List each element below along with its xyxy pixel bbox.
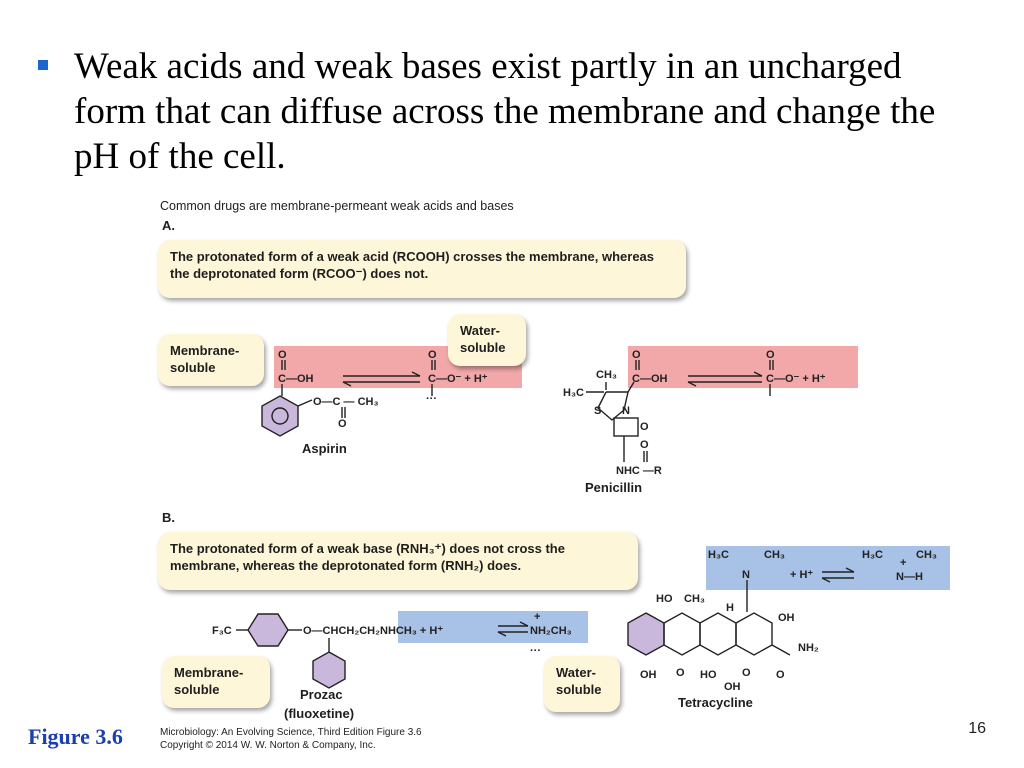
- svg-text:O: O: [640, 421, 649, 433]
- svg-text:O—CHCH₂CH₂NHCH₃ + H⁺: O—CHCH₂CH₂NHCH₃ + H⁺: [303, 625, 443, 637]
- svg-text:···: ···: [530, 645, 541, 657]
- water-soluble-label-a: Water-soluble: [448, 314, 526, 366]
- figure-label: Figure 3.6: [28, 724, 123, 749]
- svg-text:NH₂CH₃: NH₂CH₃: [530, 625, 572, 637]
- prozac-ring-1: [247, 613, 289, 647]
- fluoxetine-label: (fluoxetine): [284, 706, 355, 721]
- svg-text:OH: OH: [778, 612, 795, 624]
- acid-band-penicillin: [628, 346, 858, 388]
- section-b-label: B.: [162, 510, 175, 525]
- callout-weak-base: The protonated form of a weak base (RNH₃…: [158, 532, 638, 590]
- svg-text:CH₃: CH₃: [596, 369, 617, 381]
- svg-text:CH₃: CH₃: [684, 593, 705, 605]
- credit-line-1: Microbiology: An Evolving Science, Third…: [160, 727, 422, 738]
- svg-text:O—C — CH₃: O—C — CH₃: [313, 396, 379, 408]
- aspirin-structure: O C—OH O—C — CH₃ O O C—O⁻ + H⁺ ···: [261, 349, 488, 437]
- svg-text:O: O: [776, 669, 785, 681]
- svg-text:O: O: [640, 439, 649, 451]
- svg-text:C—OH: C—OH: [278, 373, 314, 385]
- svg-text:H: H: [726, 602, 734, 614]
- svg-text:S: S: [594, 405, 601, 417]
- credit-line-2: Copyright © 2014 W. W. Norton & Company,…: [160, 740, 376, 751]
- svg-text:O: O: [742, 667, 751, 679]
- water-soluble-label-b: Water-soluble: [544, 656, 620, 712]
- svg-text:···: ···: [426, 393, 437, 405]
- figure-title: Common drugs are membrane-permeant weak …: [160, 199, 514, 213]
- prozac-structure: F₃C O—CHCH₂CH₂NHCH₃ + H⁺ + NH₂CH₃ ···: [212, 611, 572, 689]
- aspirin-label: Aspirin: [302, 441, 347, 456]
- svg-text:F₃C: F₃C: [212, 625, 232, 637]
- tetracycline-label: Tetracycline: [678, 695, 753, 710]
- penicillin-structure: CH₃ H₃C S N O NHC —R O O C—OH O: [563, 349, 826, 477]
- svg-text:NH₂: NH₂: [798, 642, 819, 654]
- svg-text:+ H⁺: + H⁺: [790, 569, 813, 581]
- svg-text:CH₃: CH₃: [916, 549, 937, 561]
- svg-text:O: O: [676, 667, 685, 679]
- prozac-label: Prozac: [300, 687, 343, 702]
- svg-text:HO: HO: [700, 669, 717, 681]
- membrane-soluble-label-b: Membrane-soluble: [162, 656, 270, 708]
- svg-text:OH: OH: [724, 681, 741, 693]
- svg-text:C—O⁻ + H⁺: C—O⁻ + H⁺: [766, 373, 826, 385]
- membrane-soluble-label-a: Membrane-soluble: [158, 334, 264, 386]
- svg-text:HO: HO: [656, 593, 673, 605]
- section-a-label: A.: [162, 218, 175, 233]
- svg-text:+: +: [900, 557, 906, 569]
- svg-text:H₃C: H₃C: [862, 549, 883, 561]
- svg-text:CH₃: CH₃: [764, 549, 785, 561]
- page-number: 16: [968, 720, 986, 737]
- svg-text:N—H: N—H: [896, 571, 923, 583]
- tetracycline-structure: HO CH₃ H OH NH₂ OH O HO O O OH H₃C CH₃ N…: [627, 549, 937, 693]
- svg-text:C—O⁻ + H⁺: C—O⁻ + H⁺: [428, 373, 488, 385]
- svg-text:O: O: [338, 418, 347, 430]
- svg-text:O: O: [632, 349, 641, 361]
- bullet-text: Weak acids and weak bases exist partly i…: [74, 46, 936, 177]
- svg-text:O: O: [278, 349, 287, 361]
- prozac-ring-2: [312, 651, 346, 689]
- svg-text:NHC —R: NHC —R: [616, 465, 662, 477]
- base-band-tetracycline: [706, 546, 950, 590]
- svg-text:N: N: [622, 405, 630, 417]
- svg-text:OH: OH: [640, 669, 657, 681]
- svg-text:+: +: [534, 611, 540, 623]
- svg-text:O: O: [766, 349, 775, 361]
- base-band-prozac: [398, 611, 588, 643]
- copyright-credit: Microbiology: An Evolving Science, Third…: [160, 726, 422, 752]
- svg-text:O: O: [428, 349, 437, 361]
- svg-text:H₃C: H₃C: [708, 549, 729, 561]
- tetracycline-ring-1: [627, 612, 665, 656]
- penicillin-label: Penicillin: [585, 480, 643, 495]
- callout-weak-acid: The protonated form of a weak acid (RCOO…: [158, 240, 686, 298]
- bullet-square-icon: [38, 60, 48, 70]
- svg-text:N: N: [742, 569, 750, 581]
- svg-text:C—OH: C—OH: [632, 373, 668, 385]
- svg-text:H₃C: H₃C: [563, 387, 584, 399]
- aspirin-ring: [261, 395, 299, 437]
